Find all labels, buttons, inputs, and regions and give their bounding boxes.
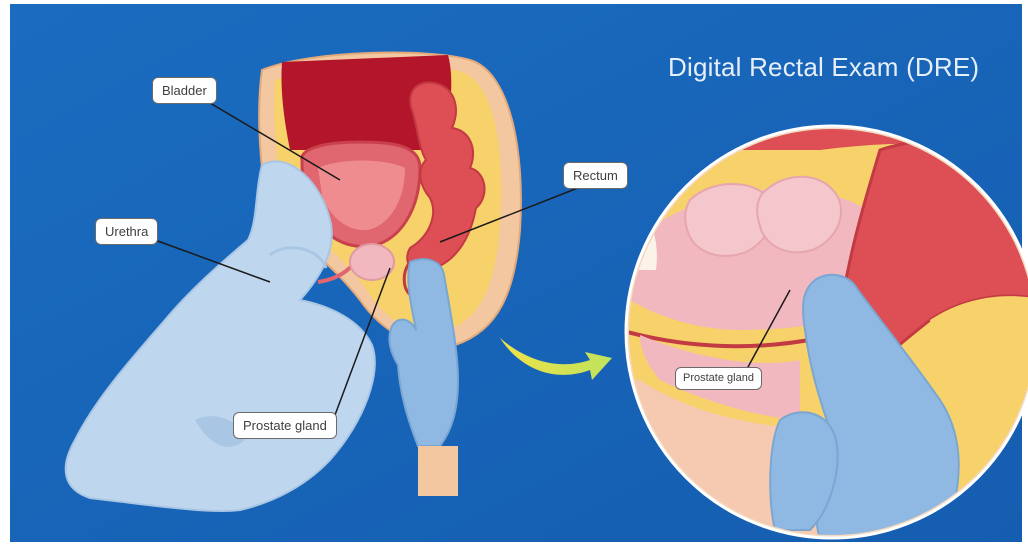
label-rectum: Rectum bbox=[563, 162, 628, 189]
label-bladder: Bladder bbox=[152, 77, 217, 104]
label-prostate-zoom: Prostate gland bbox=[675, 367, 762, 390]
label-prostate-main: Prostate gland bbox=[233, 412, 337, 439]
diagram-title: Digital Rectal Exam (DRE) bbox=[668, 52, 979, 83]
label-urethra: Urethra bbox=[95, 218, 158, 245]
